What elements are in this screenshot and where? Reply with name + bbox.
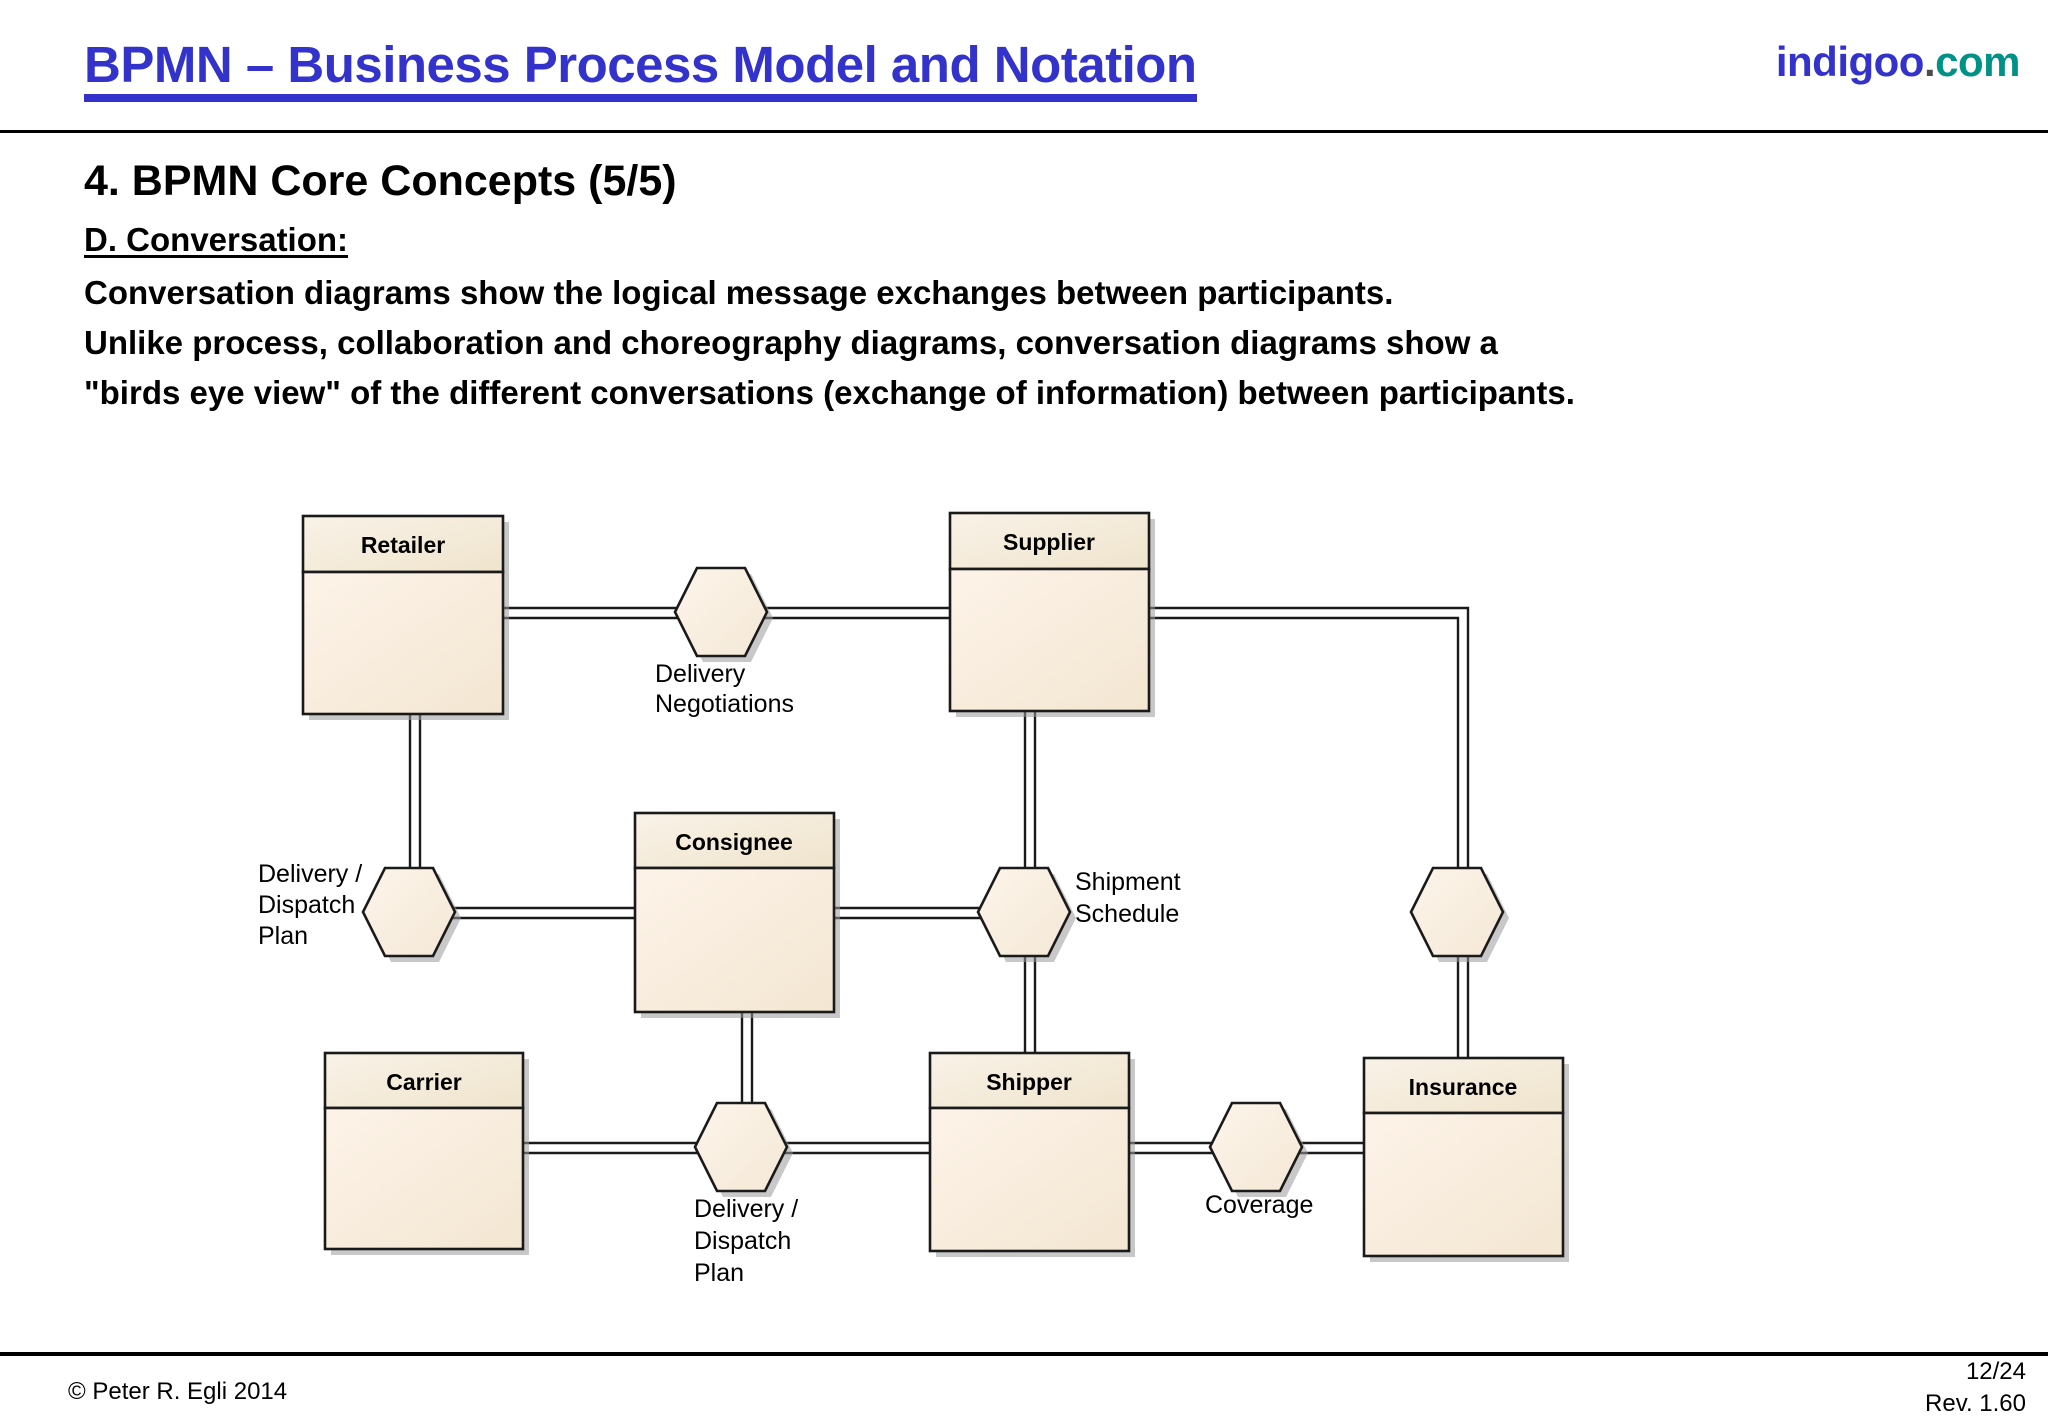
slide-header: BPMN – Business Process Model and Notati… bbox=[0, 0, 2048, 132]
pool-body bbox=[301, 570, 505, 716]
participant-pool-insurance[interactable]: Insurance bbox=[1362, 1056, 1569, 1262]
conversation-label-line-2: Dispatch bbox=[258, 891, 355, 919]
participant-pool-shipper[interactable]: Shipper bbox=[928, 1051, 1135, 1257]
brand-logo: indigoo.com bbox=[1775, 38, 2021, 86]
link-retailer-delivery-negotiations bbox=[503, 606, 692, 620]
link-supplier-shipment-schedule bbox=[1023, 711, 1037, 878]
pool-title-consignee: Consignee bbox=[675, 829, 793, 855]
conversation-node-delivery-dispatch-plan-lower[interactable]: Delivery / Dispatch Plan bbox=[693, 1101, 798, 1287]
conversation-hexagon bbox=[1409, 866, 1505, 958]
participant-pool-supplier[interactable]: Supplier bbox=[948, 511, 1155, 717]
pool-body bbox=[633, 866, 836, 1014]
conversation-node-insurance-conversation[interactable] bbox=[1409, 866, 1509, 962]
conversation-label-line-2: Dispatch bbox=[694, 1227, 791, 1255]
page-title: 4. BPMN Core Concepts (5/5) bbox=[84, 157, 677, 205]
link-consignee-shipment-schedule bbox=[834, 906, 995, 920]
brand-tld: com bbox=[1935, 38, 2020, 85]
link-insurance-conversation-insurance bbox=[1456, 948, 1470, 1058]
conversation-label-line-1: Delivery / bbox=[694, 1195, 798, 1223]
link-delivery-dispatch-plan-consignee bbox=[450, 906, 635, 920]
paragraph-line-3: "birds eye view" of the different conver… bbox=[84, 374, 1575, 411]
participant-pool-retailer[interactable]: Retailer bbox=[301, 514, 509, 720]
conversation-hexagon bbox=[1208, 1101, 1304, 1193]
conversation-hexagon bbox=[976, 866, 1072, 958]
conversation-hexagon bbox=[673, 566, 769, 658]
copyright-notice: © Peter R. Egli 2014 bbox=[68, 1378, 288, 1405]
brand-name: indigoo bbox=[1775, 38, 1925, 85]
footer-divider bbox=[0, 1352, 2048, 1356]
link-supplier-insurance-conversation bbox=[1149, 606, 1470, 878]
pool-title-carrier: Carrier bbox=[386, 1069, 461, 1095]
conversation-label-line-1: Delivery bbox=[655, 660, 746, 688]
pool-body bbox=[323, 1106, 525, 1251]
pool-header-band bbox=[948, 511, 1151, 571]
brand-dot: . bbox=[1923, 38, 1936, 85]
conversation-node-shipment-schedule[interactable]: Shipment Schedule bbox=[976, 866, 1181, 962]
pool-header-band bbox=[323, 1051, 525, 1110]
conversation-label-line-3: Plan bbox=[694, 1259, 744, 1287]
header-title: BPMN – Business Process Model and Notati… bbox=[84, 38, 1197, 102]
pool-title-insurance: Insurance bbox=[1409, 1074, 1518, 1100]
link-carrier-delivery-dispatch-plan-lower bbox=[523, 1141, 712, 1155]
pool-header-band bbox=[301, 514, 505, 574]
link-consignee-delivery-dispatch-plan-lower bbox=[740, 1012, 754, 1113]
link-delivery-negotiations-supplier bbox=[762, 606, 950, 620]
pool-header-band bbox=[928, 1051, 1131, 1110]
link-retailer-delivery-dispatch-plan bbox=[408, 714, 422, 878]
connection-layer bbox=[408, 606, 1470, 1155]
conversation-label-line-1: Shipment bbox=[1075, 868, 1181, 896]
paragraph-line-2: Unlike process, collaboration and choreo… bbox=[84, 324, 1498, 361]
pool-body bbox=[1362, 1111, 1565, 1258]
pool-title-shipper: Shipper bbox=[986, 1069, 1072, 1095]
participant-pool-carrier[interactable]: Carrier bbox=[323, 1051, 529, 1255]
conversation-label-line-1: Delivery / bbox=[258, 860, 362, 888]
bpmn-conversation-diagram: Retailer Supplier Consignee Carrier Ship… bbox=[0, 460, 2048, 1310]
conversation-node-delivery-negotiations[interactable]: Delivery Negotiations bbox=[655, 566, 794, 718]
pool-header-band bbox=[633, 811, 836, 870]
pool-body bbox=[928, 1106, 1131, 1253]
conversation-label-line-1: Coverage bbox=[1205, 1191, 1313, 1219]
header-divider bbox=[0, 130, 2048, 133]
link-delivery-dispatch-plan-lower-shipper bbox=[782, 1141, 930, 1155]
conversation-label-line-2: Schedule bbox=[1075, 900, 1179, 928]
link-shipment-schedule-shipper bbox=[1023, 948, 1037, 1053]
body-paragraph: Conversation diagrams show the logical m… bbox=[84, 268, 1984, 418]
conversation-hexagon bbox=[693, 1101, 789, 1193]
conversation-node-delivery-dispatch-plan-upper[interactable]: Delivery / Dispatch Plan bbox=[258, 860, 461, 962]
revision-label: Rev. 1.60 bbox=[1925, 1390, 2026, 1417]
conversation-node-coverage[interactable]: Coverage bbox=[1205, 1101, 1313, 1219]
page-number: 12/24 bbox=[1965, 1358, 2026, 1385]
section-subtitle: D. Conversation: bbox=[84, 221, 349, 258]
pool-title-retailer: Retailer bbox=[361, 532, 445, 558]
paragraph-line-1: Conversation diagrams show the logical m… bbox=[84, 274, 1394, 311]
pool-body bbox=[948, 567, 1151, 713]
conversation-label-line-2: Negotiations bbox=[655, 690, 794, 718]
conversation-hexagon bbox=[361, 866, 457, 958]
link-coverage-insurance bbox=[1297, 1141, 1364, 1155]
participant-pool-consignee[interactable]: Consignee bbox=[633, 811, 840, 1018]
pool-title-supplier: Supplier bbox=[1003, 529, 1095, 555]
pool-header-band bbox=[1362, 1056, 1565, 1115]
conversation-label-line-3: Plan bbox=[258, 922, 308, 950]
